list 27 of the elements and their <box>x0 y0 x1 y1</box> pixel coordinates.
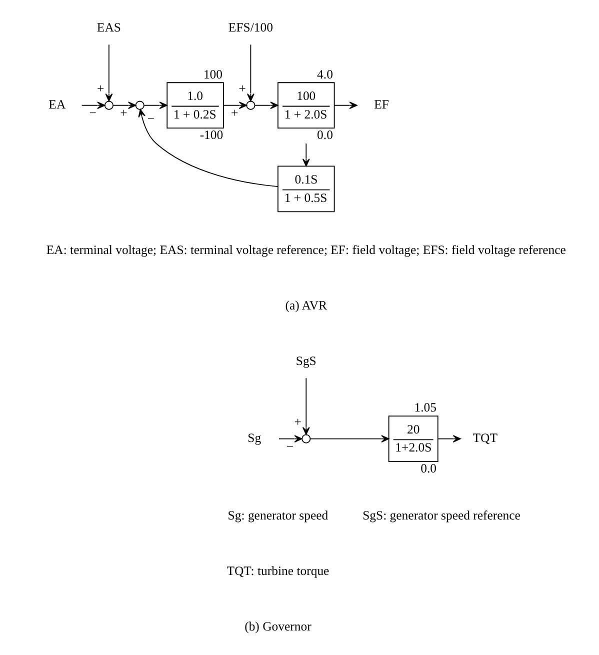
edge-label: − <box>146 112 154 126</box>
node-text: EFS/100 <box>228 20 272 34</box>
edge-label: − <box>286 440 294 454</box>
label: Sg: generator speed <box>227 508 328 522</box>
edge-label: + <box>238 82 246 96</box>
node-text: TQT <box>472 431 497 446</box>
edge-label: − <box>88 106 96 120</box>
node-text: EA <box>48 98 66 112</box>
node-label: 4.0 <box>316 67 332 82</box>
label: SgS: generator speed reference <box>362 508 520 522</box>
edge-label: + <box>230 106 238 120</box>
label: EA: terminal voltage; EAS: terminal voltage reference; EF: field voltage; EFS: field voltage reference <box>46 243 566 258</box>
node-label: 100 <box>202 67 222 82</box>
edge-label: + <box>96 82 104 96</box>
label: (b) Governor <box>244 619 311 634</box>
node-label: -100 <box>199 128 223 142</box>
node-text: EAS <box>96 20 120 34</box>
node-text: SgS <box>295 354 316 368</box>
label: (a) AVR <box>284 298 327 313</box>
node-text: Sg <box>247 431 261 446</box>
node-label: 1.05 <box>414 400 436 415</box>
edge-label: + <box>294 415 301 430</box>
edge-label: + <box>120 106 127 120</box>
node-label: 0.0 <box>420 462 436 476</box>
label: TQT: turbine torque <box>226 564 329 578</box>
node-label: 0.0 <box>316 128 332 142</box>
node-text: EF <box>374 98 388 112</box>
